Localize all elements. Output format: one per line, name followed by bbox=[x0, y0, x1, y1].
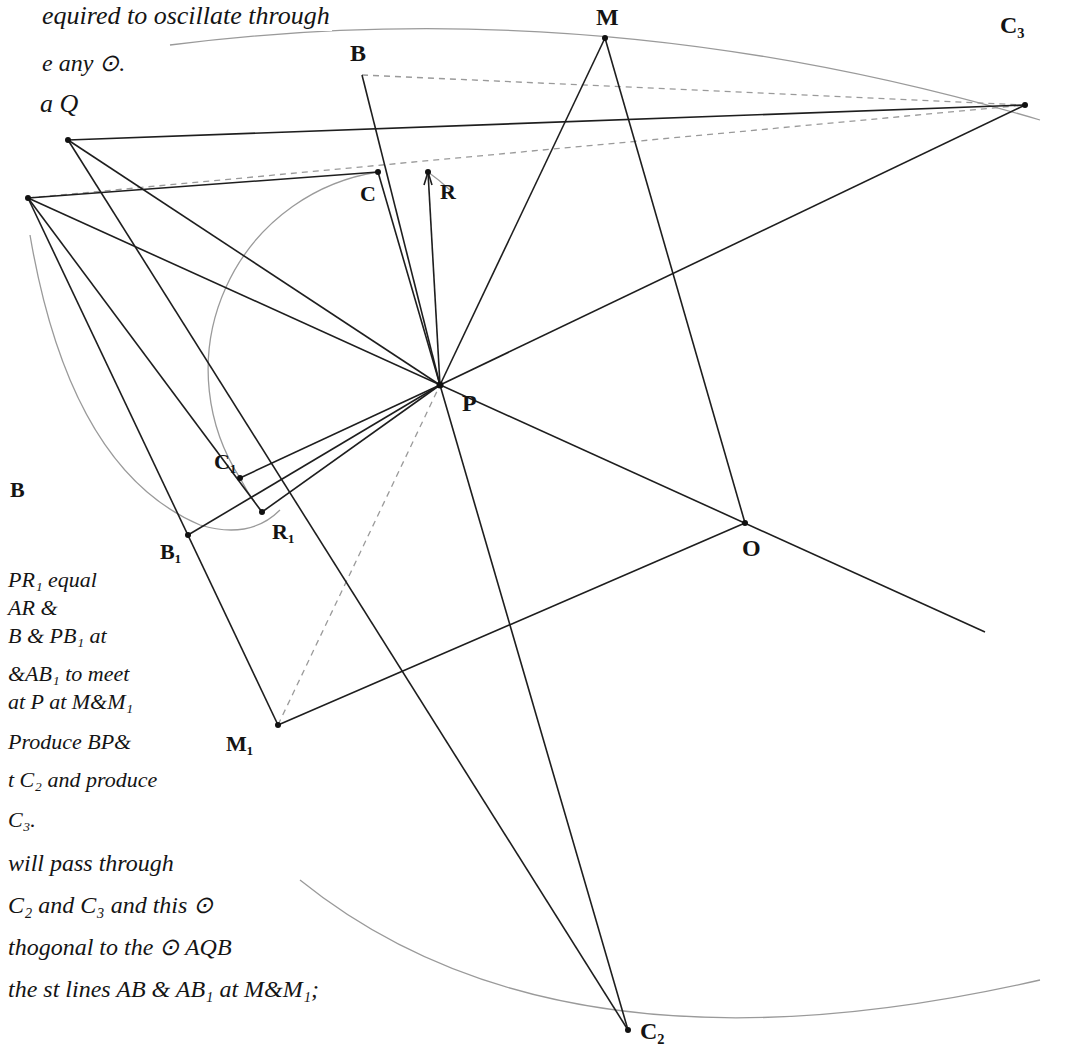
line-m1o bbox=[278, 523, 745, 725]
construction-circles bbox=[28, 29, 1040, 1018]
line-ar1 bbox=[28, 198, 262, 512]
point-label: R₁ bbox=[272, 520, 294, 544]
point-label: O bbox=[742, 535, 761, 561]
point-label: M₁ bbox=[226, 732, 253, 756]
faint-line bbox=[362, 75, 1025, 105]
point bbox=[237, 475, 243, 481]
line-ac bbox=[28, 172, 378, 198]
point bbox=[259, 509, 265, 515]
margin-note: thogonal to the ⊙ AQB bbox=[6, 934, 234, 960]
margin-note: AR & bbox=[6, 596, 60, 620]
margin-note: a Q bbox=[38, 90, 80, 119]
lower-circle-arc bbox=[300, 880, 1040, 1018]
line-pc3 bbox=[440, 105, 1025, 385]
margin-note: will pass through bbox=[6, 850, 176, 876]
line-qp bbox=[68, 140, 440, 385]
point bbox=[25, 195, 31, 201]
line-pc2 bbox=[440, 385, 628, 1030]
point-label: M bbox=[596, 4, 619, 30]
margin-note: the st lines AB & AB₁ at M&M₁; bbox=[6, 976, 321, 1002]
line-mp bbox=[440, 38, 605, 385]
faint-line bbox=[28, 105, 1025, 198]
point bbox=[425, 169, 431, 175]
line-rp bbox=[428, 172, 440, 385]
margin-note: Produce BP& bbox=[6, 730, 133, 754]
construction-lines bbox=[28, 38, 1025, 1030]
margin-note: C₃. bbox=[6, 808, 38, 832]
line-c1p bbox=[240, 385, 440, 478]
point-label: C bbox=[360, 182, 376, 206]
point-label: B bbox=[10, 478, 25, 502]
point bbox=[185, 532, 191, 538]
line-bp bbox=[362, 75, 440, 385]
point bbox=[375, 169, 381, 175]
point-label: B₁ bbox=[160, 540, 181, 564]
line-qc3 bbox=[68, 105, 1025, 140]
margin-note: &AB₁ to meet bbox=[6, 662, 131, 686]
small-circle-arc bbox=[208, 172, 378, 478]
line-apo bbox=[28, 198, 985, 632]
margin-note: at P at M&M₁ bbox=[6, 690, 135, 714]
point-label: P bbox=[462, 390, 477, 416]
margin-note: equired to oscillate through bbox=[40, 2, 332, 31]
upper-circle-arc bbox=[170, 29, 1040, 120]
margin-note: C₂ and C₃ and this ⊙ bbox=[6, 892, 215, 918]
margin-note: PR₁ equal bbox=[6, 568, 99, 592]
points bbox=[25, 35, 1028, 1033]
line-cp bbox=[378, 172, 440, 385]
line-r1p bbox=[262, 385, 440, 512]
point-label: B bbox=[350, 40, 366, 66]
point bbox=[275, 722, 281, 728]
faint-line bbox=[278, 385, 440, 725]
point-label: C₃ bbox=[1000, 12, 1025, 38]
point bbox=[1022, 102, 1028, 108]
point bbox=[742, 520, 748, 526]
line-b1p bbox=[188, 385, 440, 535]
margin-note: B & PB₁ at bbox=[6, 624, 109, 648]
margin-note: t C₂ and produce bbox=[6, 768, 159, 792]
point bbox=[602, 35, 608, 41]
point bbox=[437, 382, 444, 389]
point-label: C₁ bbox=[214, 450, 236, 474]
line-mo bbox=[605, 38, 745, 523]
point bbox=[65, 137, 71, 143]
margin-note: e any ⊙. bbox=[40, 50, 127, 76]
point-label: R bbox=[440, 180, 456, 204]
point-label: C₂ bbox=[640, 1018, 665, 1044]
point bbox=[625, 1027, 631, 1033]
